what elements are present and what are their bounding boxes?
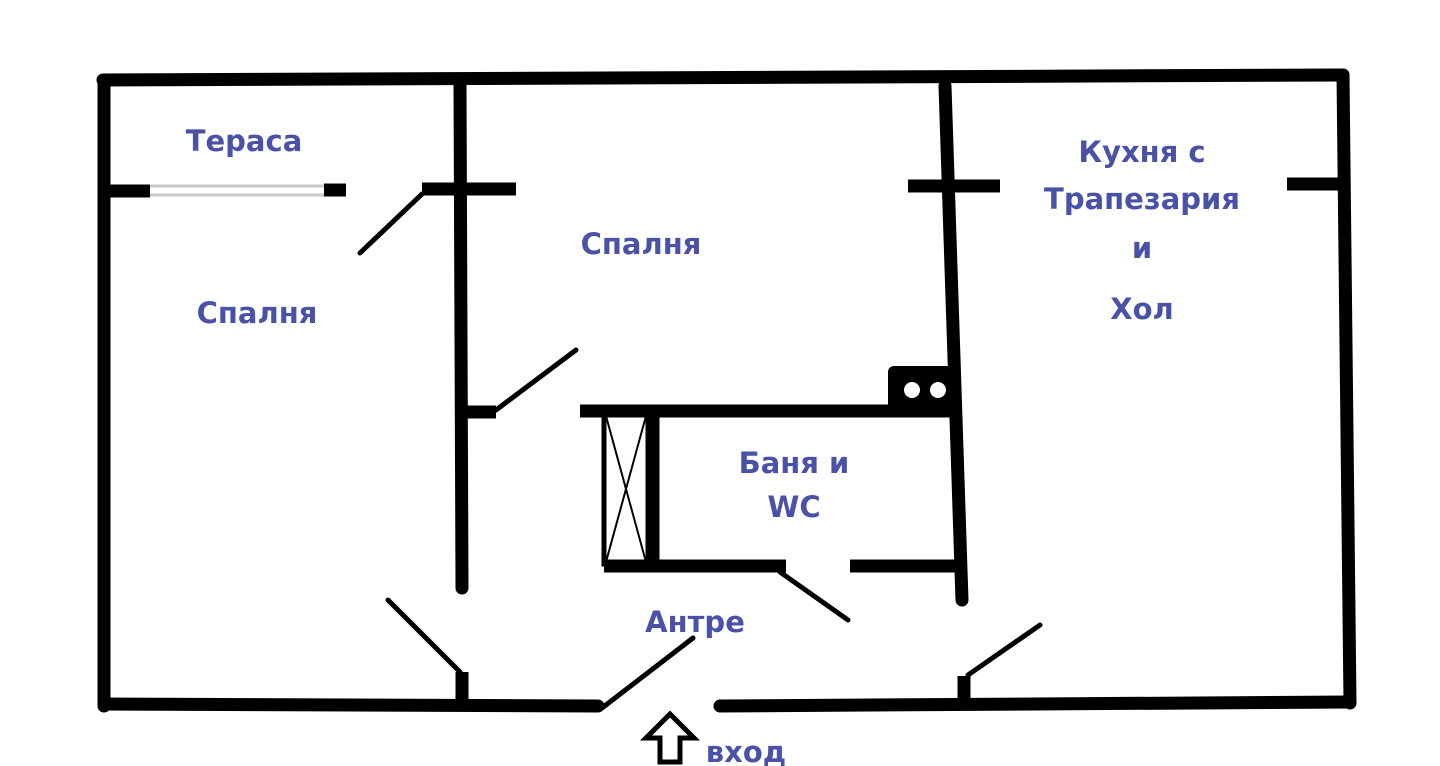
label-kitchen-line4: Хол bbox=[1110, 292, 1174, 326]
outer-wall-bottom-right bbox=[713, 695, 1357, 713]
room-labels: Тераса Спалня Спалня Кухня с Трапезария … bbox=[186, 124, 1240, 639]
wall-right-partition bbox=[938, 79, 969, 607]
door-entrance bbox=[599, 635, 696, 711]
terrace-window bbox=[150, 184, 324, 197]
door-center-bedroom bbox=[493, 347, 579, 413]
wall-left-partition bbox=[453, 79, 469, 595]
outer-wall-bottom-left bbox=[97, 697, 605, 713]
chimney-flue-icon bbox=[930, 382, 946, 398]
label-bedroom-left: Спалня bbox=[197, 296, 318, 330]
door-bathroom bbox=[777, 569, 851, 623]
label-entrance: вход bbox=[706, 735, 786, 766]
outer-wall-right bbox=[1336, 68, 1357, 710]
label-bedroom-center: Спалня bbox=[581, 227, 702, 261]
label-kitchen-line1: Кухня с bbox=[1078, 135, 1205, 169]
entrance: вход bbox=[639, 710, 786, 766]
door-left-bedroom bbox=[385, 597, 463, 675]
walls bbox=[96, 68, 1357, 713]
label-hall: Антре bbox=[645, 605, 745, 639]
door-kitchen bbox=[965, 622, 1043, 678]
label-kitchen-line3: и bbox=[1132, 231, 1152, 265]
up-arrow-icon bbox=[639, 710, 701, 765]
chimney-block bbox=[888, 366, 954, 410]
label-terrace: Тераса bbox=[186, 124, 303, 158]
label-bathroom-line1: Баня и bbox=[739, 446, 850, 480]
label-kitchen-line2: Трапезария bbox=[1044, 182, 1240, 216]
outer-wall-top bbox=[96, 68, 1350, 87]
doors bbox=[357, 191, 1043, 711]
chimney-flue-icon bbox=[904, 382, 920, 398]
closet-cross bbox=[601, 411, 651, 567]
label-bathroom-line2: WC bbox=[767, 490, 820, 524]
door-terrace-bedroom bbox=[357, 191, 425, 256]
